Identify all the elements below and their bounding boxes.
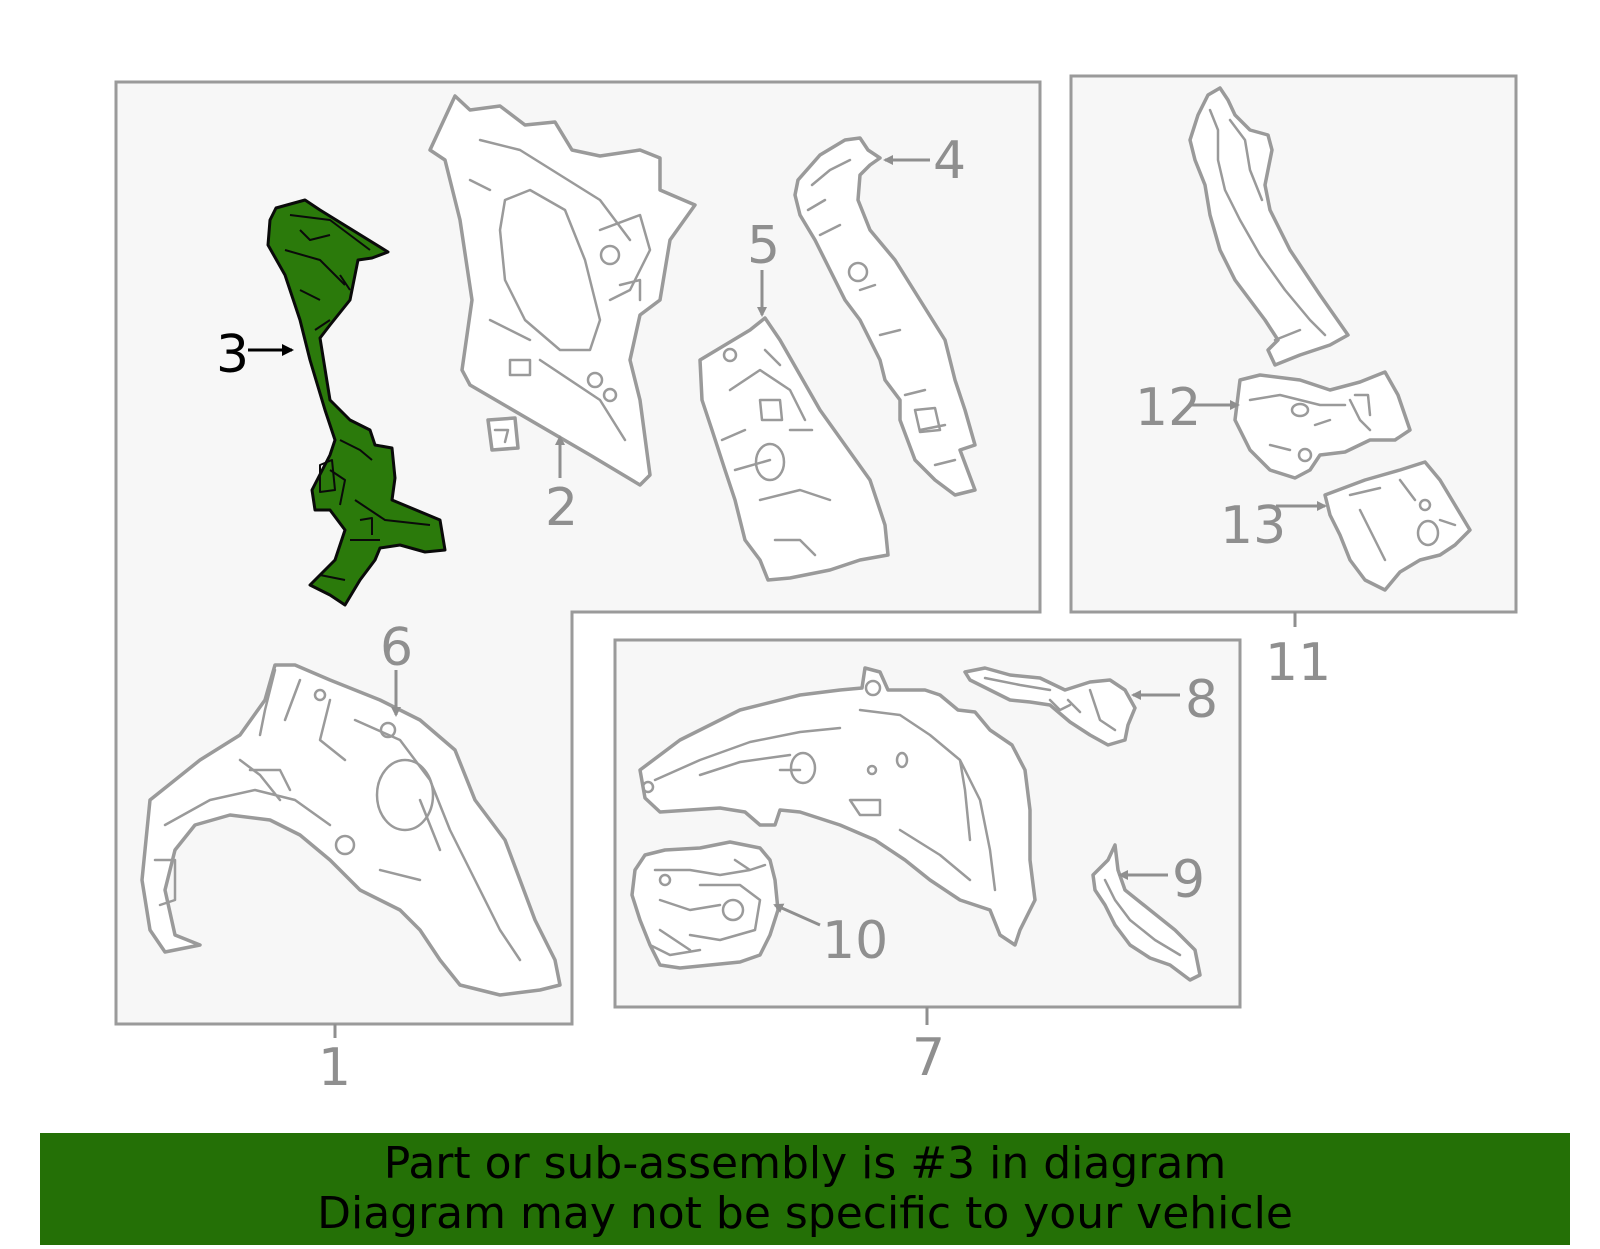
callout-10: 10 xyxy=(822,911,888,971)
callout-12: 12 xyxy=(1135,378,1201,438)
part-13[interactable] xyxy=(1323,460,1472,592)
banner-line-2: Diagram may not be specific to your vehi… xyxy=(317,1188,1293,1239)
part-4[interactable] xyxy=(793,136,977,497)
callout-9: 9 xyxy=(1172,850,1205,910)
part-3[interactable] xyxy=(266,198,447,607)
part-8[interactable] xyxy=(963,666,1137,747)
part-2[interactable] xyxy=(428,94,697,487)
part-7-wheelhouse[interactable] xyxy=(638,666,1037,947)
leader-10 xyxy=(773,903,821,927)
banner-line-1: Part or sub-assembly is #3 in diagram xyxy=(383,1138,1227,1189)
part-6[interactable] xyxy=(140,663,562,997)
info-banner: Part or sub-assembly is #3 in diagram Di… xyxy=(40,1133,1570,1245)
callout-2: 2 xyxy=(545,478,578,538)
callout-3: 3 xyxy=(216,325,249,385)
part-11-pillar[interactable] xyxy=(1188,86,1350,367)
callout-6: 6 xyxy=(380,618,413,678)
callout-4: 4 xyxy=(933,131,966,191)
part-5[interactable] xyxy=(698,316,890,582)
part-12[interactable] xyxy=(1233,370,1412,480)
callout-11: 11 xyxy=(1265,633,1331,693)
callout-7: 7 xyxy=(912,1028,945,1088)
callout-5: 5 xyxy=(747,216,780,276)
part-10[interactable] xyxy=(630,840,780,970)
callout-1: 1 xyxy=(318,1038,351,1098)
callout-8: 8 xyxy=(1185,670,1218,730)
callout-13: 13 xyxy=(1220,496,1286,556)
